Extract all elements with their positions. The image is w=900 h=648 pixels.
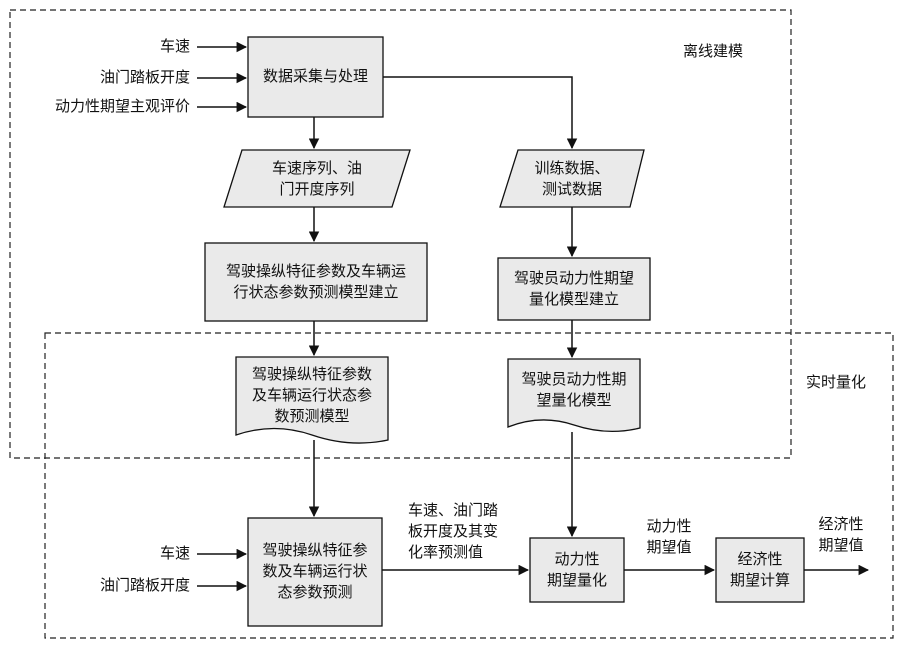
realtime-input-label-throttle: 油门踏板开度: [40, 575, 190, 596]
expectation-model-document-text: 驾驶员动力性期 望量化模型: [508, 369, 640, 411]
input-label-subjective-eval: 动力性期望主观评价: [20, 96, 190, 117]
param-model-document-text: 驾驶操纵特征参数 及车辆运行状态参 数预测模型: [236, 364, 388, 427]
power-expectation-value-label: 动力性 期望值: [628, 516, 710, 558]
expectation-model-build-text: 驾驶员动力性期望 量化模型建立: [498, 268, 650, 310]
input-label-throttle: 油门踏板开度: [40, 67, 190, 88]
offline-region-label: 离线建模: [683, 41, 743, 62]
input-label-speed: 车速: [40, 36, 190, 57]
train-test-data-text: 训练数据、 测试数据: [500, 158, 644, 200]
param-prediction-text: 驾驶操纵特征参 数及车辆运行状 态参数预测: [248, 540, 382, 603]
economy-calc-text: 经济性 期望计算: [716, 549, 804, 591]
sequence-data-text: 车速序列、油 门开度序列: [224, 158, 410, 200]
prediction-values-label: 车速、油门踏 板开度及其变 化率预测值: [408, 500, 498, 563]
data-processing-text: 数据采集与处理: [248, 66, 383, 87]
power-quantify-text: 动力性 期望量化: [530, 549, 624, 591]
realtime-input-label-speed: 车速: [40, 543, 190, 564]
param-model-build-text: 驾驶操纵特征参数及车辆运 行状态参数预测模型建立: [205, 261, 427, 303]
arrow-processing-to-train-test: [383, 77, 572, 148]
economy-expectation-value-label: 经济性 期望值: [800, 514, 882, 556]
realtime-region-label: 实时量化: [806, 372, 866, 393]
